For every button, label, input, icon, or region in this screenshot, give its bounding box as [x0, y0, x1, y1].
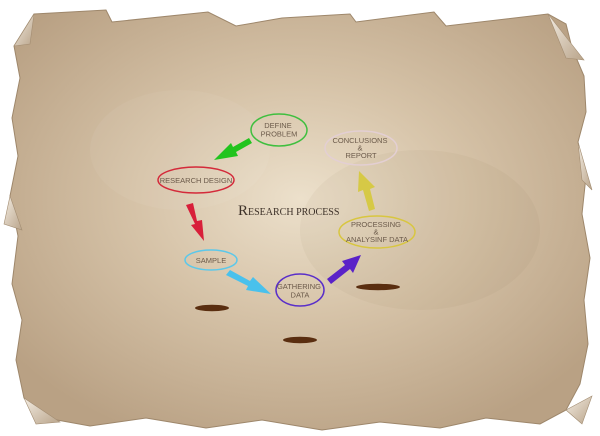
arrow-design-to-sample	[186, 203, 204, 241]
diagram-title-initial: R	[238, 203, 248, 219]
node-label-line: GATHERING	[277, 282, 321, 291]
paper-curl-bottom-right	[565, 395, 593, 425]
arrow-gathering-to-processing	[327, 255, 361, 284]
paper-stain	[90, 90, 270, 210]
node-label-line: &	[357, 144, 362, 153]
node-label-line: &	[373, 228, 378, 237]
arrow-define-to-design	[214, 138, 252, 160]
paper-sheet	[9, 9, 591, 431]
diagram-title-rest: ESEARCH PROCESS	[248, 207, 339, 218]
node-label: GATHERING DATA	[277, 282, 323, 300]
node-sample: SAMPLE	[184, 249, 238, 271]
paper-stain	[300, 150, 540, 310]
paper-hole	[195, 304, 229, 312]
node-label-line: REPORT	[345, 151, 377, 160]
node-define-problem: DEFINE PROBLEM	[250, 113, 308, 147]
node-label: SAMPLE	[196, 256, 226, 265]
paper-curl-top-left	[13, 13, 35, 47]
node-label: DEFINE PROBLEM	[261, 121, 298, 139]
paper-curl-bottom-left	[23, 397, 61, 425]
paper-hole	[356, 283, 400, 291]
node-label-line: CONCLUSIONS	[332, 136, 387, 145]
node-label: PROCESSING & ANALYSINF DATA	[346, 220, 408, 244]
node-label: CONCLUSIONS & REPORT	[332, 136, 389, 160]
paper-hole	[283, 336, 317, 344]
node-label-line: PROCESSING	[351, 220, 401, 229]
node-label-line: ANALYSINF DATA	[346, 235, 408, 244]
node-gathering-data: GATHERING DATA	[275, 273, 325, 307]
arrow-processing-to-conclusions	[358, 171, 375, 211]
paper-curl-right	[577, 141, 593, 191]
node-label-line: DEFINE	[264, 121, 292, 130]
node-label: RESEARCH DESIGN	[160, 176, 233, 185]
paper-curl-top-right	[547, 13, 585, 61]
node-label-line: PROBLEM	[261, 130, 298, 139]
node-conclusions-report: CONCLUSIONS & REPORT	[324, 130, 398, 166]
node-processing-data: PROCESSING & ANALYSINF DATA	[338, 215, 416, 249]
diagram-title: RESEARCH PROCESS	[238, 203, 339, 219]
arrow-sample-to-gathering	[226, 270, 271, 294]
node-research-design: RESEARCH DESIGN	[157, 166, 235, 194]
node-label-line: DATA	[291, 291, 310, 300]
paper-curl-left	[3, 194, 23, 231]
